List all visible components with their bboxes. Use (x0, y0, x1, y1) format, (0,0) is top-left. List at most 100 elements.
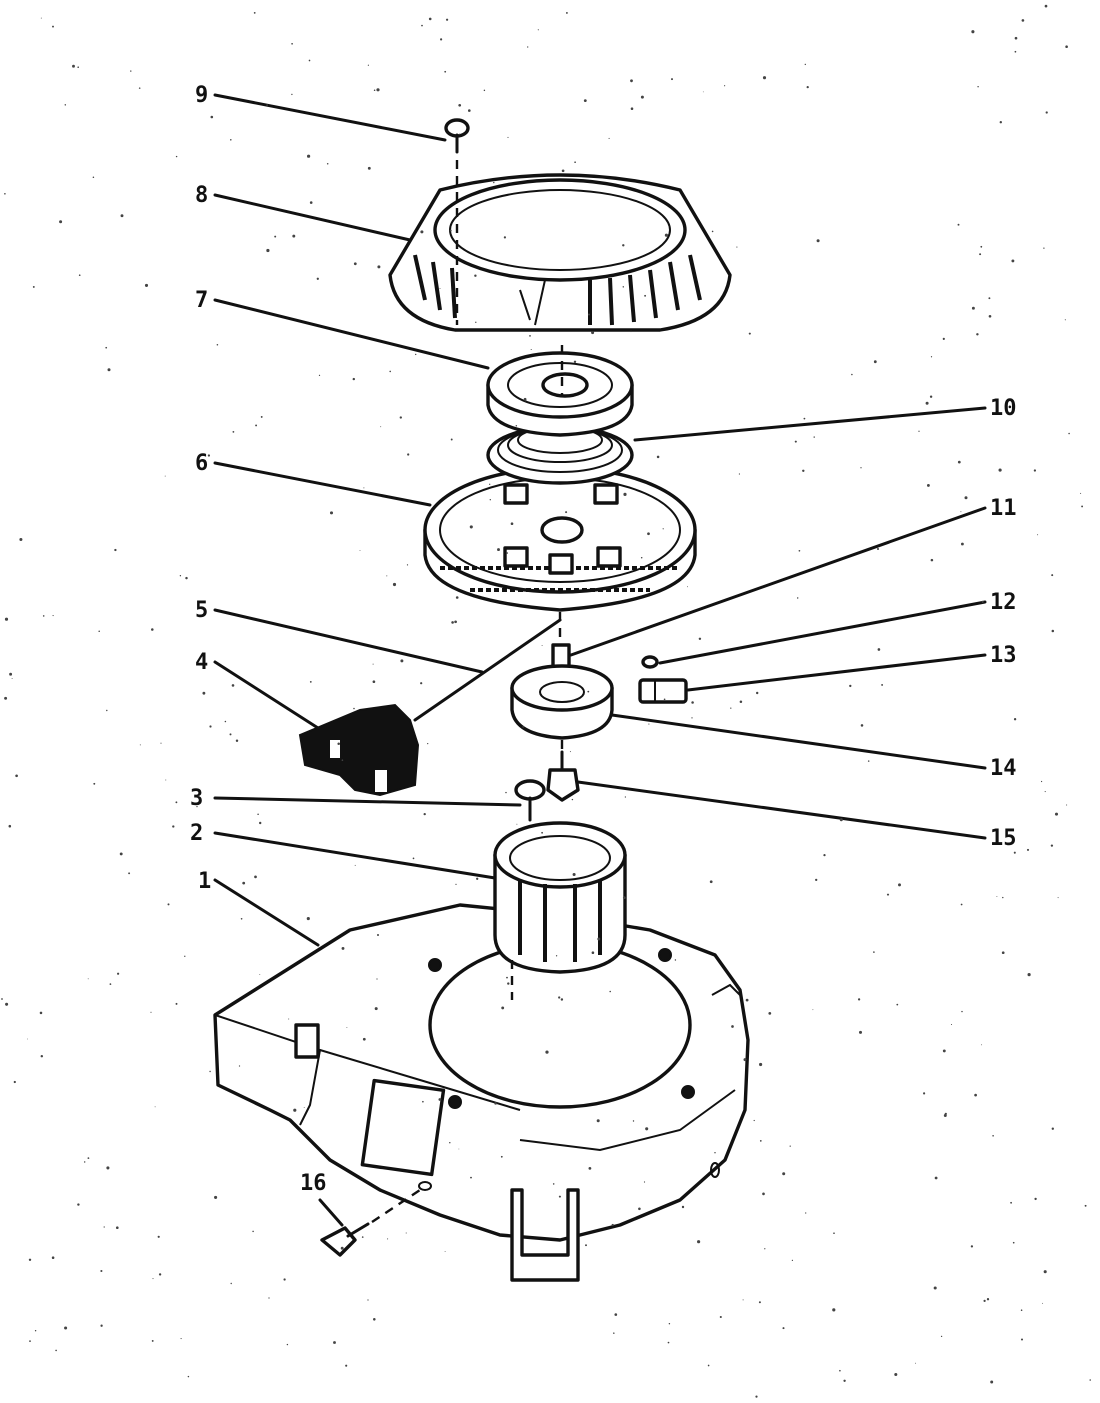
noise-speck (591, 951, 595, 954)
part-5-starter-rope (413, 580, 562, 722)
noise-speck (961, 1010, 963, 1013)
noise-speck (303, 1106, 305, 1108)
noise-speck (329, 511, 334, 515)
noise-speck (558, 996, 561, 999)
noise-speck (4, 696, 8, 700)
noise-speck (1051, 574, 1054, 577)
leader-line-2 (213, 831, 497, 880)
leader-line-15 (576, 780, 987, 840)
noise-speck (84, 1161, 86, 1163)
noise-speck (926, 483, 930, 487)
noise-speck (648, 723, 650, 725)
noise-speck (458, 133, 461, 135)
noise-speck (691, 701, 694, 704)
noise-speck (5, 1002, 9, 1006)
noise-speck (445, 18, 449, 21)
noise-speck (1042, 1302, 1044, 1304)
noise-speck (970, 1245, 974, 1248)
noise-speck (399, 416, 402, 419)
noise-speck (230, 1282, 232, 1285)
noise-speck (1037, 534, 1039, 536)
noise-speck (573, 360, 577, 363)
noise-speck (444, 70, 447, 73)
noise-speck (470, 577, 472, 579)
noise-speck (756, 691, 759, 695)
noise-speck (613, 1332, 615, 1334)
noise-speck (235, 739, 239, 743)
noise-speck (128, 872, 131, 875)
noise-speck (849, 684, 852, 688)
noise-speck (1043, 1270, 1047, 1274)
noise-speck (308, 59, 311, 62)
noise-speck (730, 707, 732, 709)
noise-speck (572, 872, 576, 877)
noise-speck (977, 86, 979, 88)
noise-speck (552, 1183, 555, 1185)
noise-speck (138, 87, 141, 89)
noise-speck (120, 214, 124, 218)
noise-speck (72, 64, 75, 68)
noise-speck (591, 331, 595, 335)
callout-16: 16 (300, 1171, 327, 1196)
noise-speck (986, 1298, 990, 1301)
callout-15: 15 (990, 826, 1017, 851)
noise-speck (839, 818, 843, 822)
noise-speck (318, 374, 321, 377)
noise-speck (19, 537, 23, 542)
noise-speck (489, 499, 491, 501)
noise-speck (59, 220, 63, 224)
noise-speck (630, 330, 632, 333)
noise-speck (1033, 469, 1037, 472)
noise-speck (40, 1054, 44, 1058)
noise-speck (377, 265, 381, 269)
noise-speck (1080, 492, 1082, 494)
noise-speck (541, 831, 543, 834)
noise-speck (664, 233, 668, 237)
noise-speck (372, 680, 376, 684)
noise-speck (630, 107, 634, 110)
noise-speck (345, 1364, 348, 1367)
noise-speck (259, 821, 262, 825)
noise-speck (565, 511, 568, 514)
noise-speck (516, 823, 518, 825)
noise-speck (167, 903, 170, 906)
part-7-spring-cover (486, 345, 634, 437)
noise-speck (587, 690, 590, 693)
noise-speck (407, 453, 410, 456)
noise-speck (412, 857, 415, 860)
noise-speck (114, 548, 117, 552)
noise-speck (77, 1203, 80, 1206)
noise-speck (530, 348, 532, 351)
noise-speck (1043, 247, 1045, 249)
noise-speck (87, 978, 89, 980)
noise-speck (934, 1176, 938, 1180)
noise-speck (386, 575, 388, 577)
noise-speck (115, 1226, 119, 1230)
callout-13: 13 (990, 643, 1017, 668)
noise-speck (4, 617, 9, 621)
noise-speck (933, 1286, 937, 1290)
leader-line-10 (633, 406, 987, 442)
noise-speck (1013, 851, 1016, 854)
noise-speck (681, 1205, 685, 1209)
noise-speck (960, 903, 963, 906)
callout-10: 10 (990, 396, 1017, 421)
noise-speck (981, 600, 984, 603)
leader-line-11 (569, 506, 987, 657)
noise-speck (662, 528, 664, 530)
noise-speck (164, 475, 166, 477)
noise-speck (753, 1119, 755, 1122)
noise-speck (4, 193, 6, 195)
noise-speck (187, 1375, 190, 1378)
noise-speck (957, 223, 960, 226)
noise-speck (640, 95, 644, 99)
noise-speck (497, 548, 500, 552)
noise-speck (92, 176, 95, 179)
noise-speck (585, 1244, 587, 1247)
noise-speck (918, 430, 920, 432)
noise-speck (998, 468, 1002, 472)
noise-speck (361, 1236, 364, 1238)
noise-speck (175, 1002, 178, 1005)
noise-speck (759, 1062, 763, 1067)
leader-line-14 (610, 713, 987, 770)
